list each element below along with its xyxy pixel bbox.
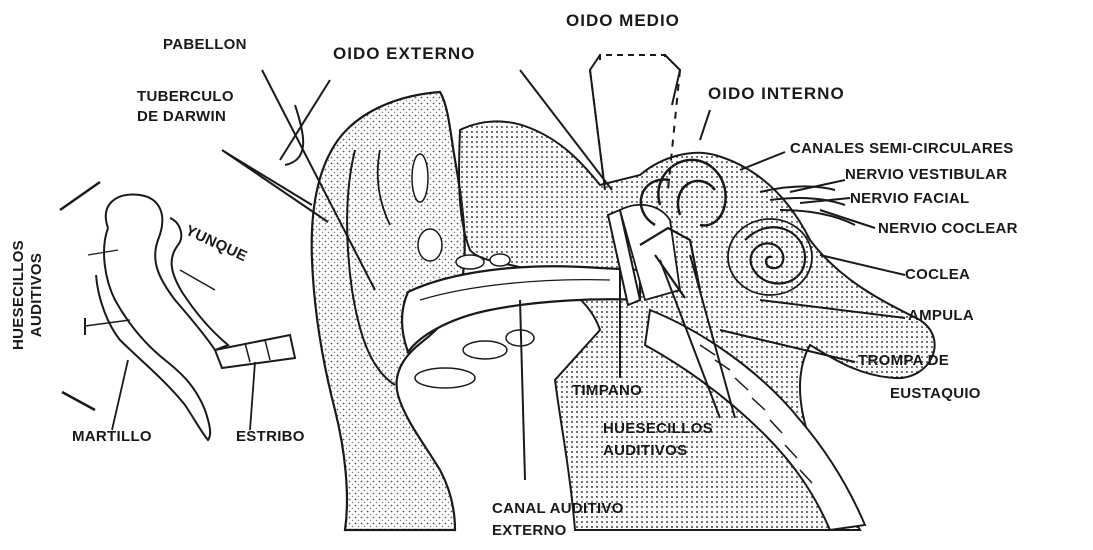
label-trompa-1: TROMPA DE bbox=[858, 352, 949, 370]
ossicles-inset bbox=[60, 182, 295, 440]
label-canal-1: CANAL AUDITIVO bbox=[492, 500, 624, 518]
label-nervio-coclear: NERVIO COCLEAR bbox=[878, 220, 1018, 238]
label-oido-medio: OIDO MEDIO bbox=[566, 12, 680, 30]
label-canal-2: EXTERNO bbox=[492, 522, 567, 540]
label-timpano: TIMPANO bbox=[572, 382, 642, 400]
label-martillo: MARTILLO bbox=[72, 428, 152, 446]
label-huesecillos-1: HUESECILLOS bbox=[603, 420, 713, 438]
label-trompa-2: EUSTAQUIO bbox=[890, 385, 981, 403]
label-huesecillos-2: AUDITIVOS bbox=[603, 442, 687, 460]
label-coclea: COCLEA bbox=[905, 266, 970, 284]
malleus-shape bbox=[96, 228, 210, 440]
label-pabellon: PABELLON bbox=[163, 36, 247, 54]
label-huesecillos-vertical-2: AUDITIVOS bbox=[28, 225, 46, 365]
label-estribo: ESTRIBO bbox=[236, 428, 305, 446]
label-nervio-facial: NERVIO FACIAL bbox=[850, 190, 969, 208]
label-tuberculo-1: TUBERCULO bbox=[137, 88, 234, 106]
label-oido-interno: OIDO INTERNO bbox=[708, 85, 845, 103]
label-huesecillos-vertical-1: HUESECILLOS bbox=[10, 225, 28, 365]
label-tuberculo-2: DE DARWIN bbox=[137, 108, 226, 126]
label-huesecillos-vertical: HUESECILLOS AUDITIVOS bbox=[10, 225, 46, 365]
label-canales-semicirculares: CANALES SEMI-CIRCULARES bbox=[790, 140, 1014, 158]
label-nervio-vestibular: NERVIO VESTIBULAR bbox=[845, 166, 1007, 184]
label-oido-externo: OIDO EXTERNO bbox=[333, 45, 475, 63]
label-ampula: AMPULA bbox=[908, 307, 974, 325]
